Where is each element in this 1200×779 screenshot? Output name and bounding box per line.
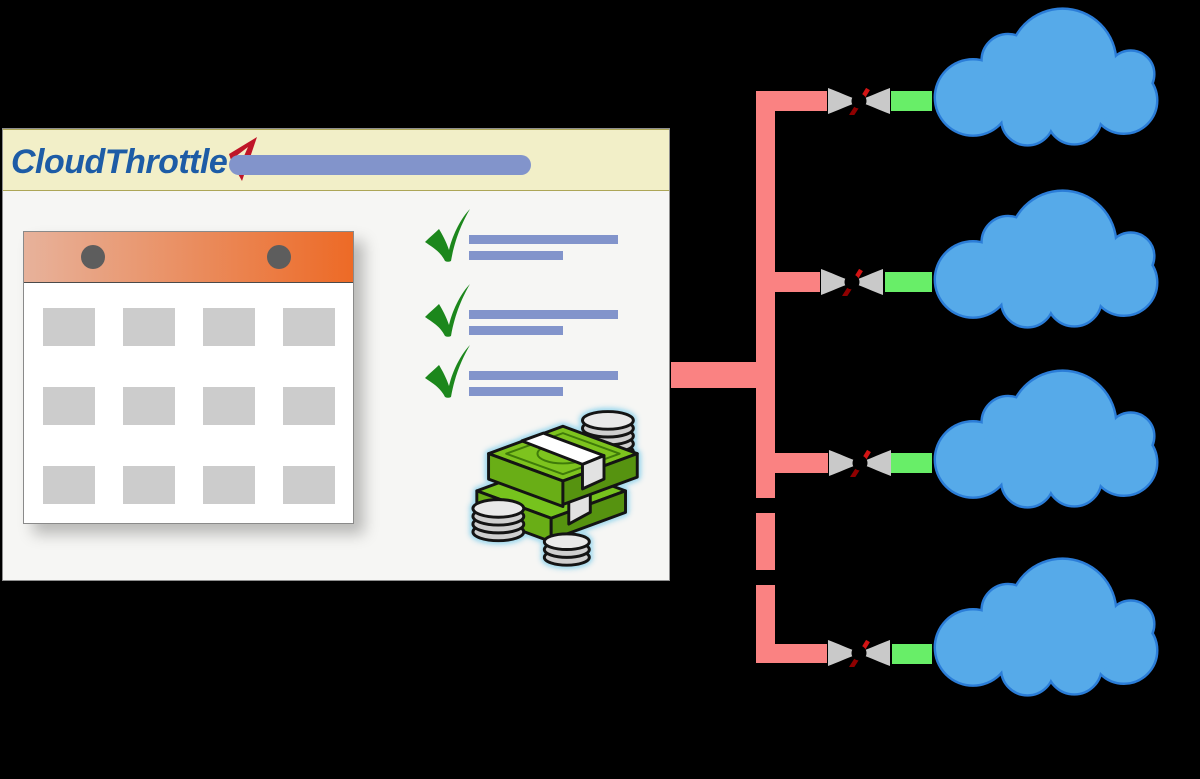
calendar-cell: [43, 308, 95, 346]
branch-2-outlet-pipe: [885, 272, 932, 292]
checkmark-icon: [422, 206, 472, 264]
branch-1-pipe: [756, 91, 827, 111]
money-stack-icon: [471, 410, 639, 567]
app-window: CloudThrottle: [2, 128, 670, 581]
checklist-item: [422, 206, 622, 266]
placeholder-text-line: [469, 326, 563, 335]
bill-bundle-top: [487, 424, 639, 508]
branch-4-pipe: [756, 644, 827, 663]
checkmark-icon: [422, 281, 472, 339]
branch-2-pipe: [775, 272, 820, 292]
calendar-cell: [43, 466, 95, 504]
coin-stack-left: [471, 498, 526, 543]
trunk-pipe: [756, 91, 775, 498]
branch-1-outlet-pipe: [891, 91, 932, 111]
calendar-cell: [203, 308, 255, 346]
calendar-cell: [283, 466, 335, 504]
trunk-pipe-dash: [756, 513, 775, 570]
cloud-3-icon: [930, 366, 1164, 514]
placeholder-text-line: [469, 310, 618, 319]
placeholder-text-line: [469, 387, 563, 396]
calendar-cell: [283, 387, 335, 425]
calendar-cell: [283, 308, 335, 346]
calendar-cell: [123, 308, 175, 346]
cloud-4-icon: [930, 554, 1164, 702]
placeholder-text-line: [469, 251, 563, 260]
checklist-item: [422, 281, 622, 341]
placeholder-text-line: [469, 235, 618, 244]
checkmark-icon: [422, 342, 472, 400]
branch-3-pipe: [775, 453, 828, 473]
calendar-cell: [123, 466, 175, 504]
calendar-ring-icon: [267, 245, 291, 269]
logo-text: CloudThrottle: [11, 143, 228, 181]
throttle-valve-icon: [828, 449, 892, 477]
placeholder-text-line: [469, 371, 618, 380]
calendar-cell: [43, 387, 95, 425]
calendar-cell: [203, 466, 255, 504]
throttle-valve-icon: [820, 268, 884, 296]
header-placeholder-bar: [229, 155, 531, 175]
calendar-header: [24, 232, 353, 283]
calendar-grid: [43, 308, 335, 504]
calendar: [23, 231, 354, 524]
logo: CloudThrottle: [11, 137, 258, 184]
branch-3-outlet-pipe: [890, 453, 932, 473]
throttle-valve-icon: [827, 87, 891, 115]
throttle-valve-icon: [827, 639, 891, 667]
coin-stack-front: [542, 532, 591, 567]
cloud-1-icon: [930, 4, 1164, 152]
calendar-cell: [203, 387, 255, 425]
cloud-2-icon: [930, 186, 1164, 334]
checklist-item: [422, 342, 622, 402]
branch-4-outlet-pipe: [892, 644, 932, 664]
calendar-cell: [123, 387, 175, 425]
window-header: CloudThrottle: [3, 129, 669, 191]
trunk-pipe-lower: [756, 585, 775, 663]
calendar-ring-icon: [81, 245, 105, 269]
